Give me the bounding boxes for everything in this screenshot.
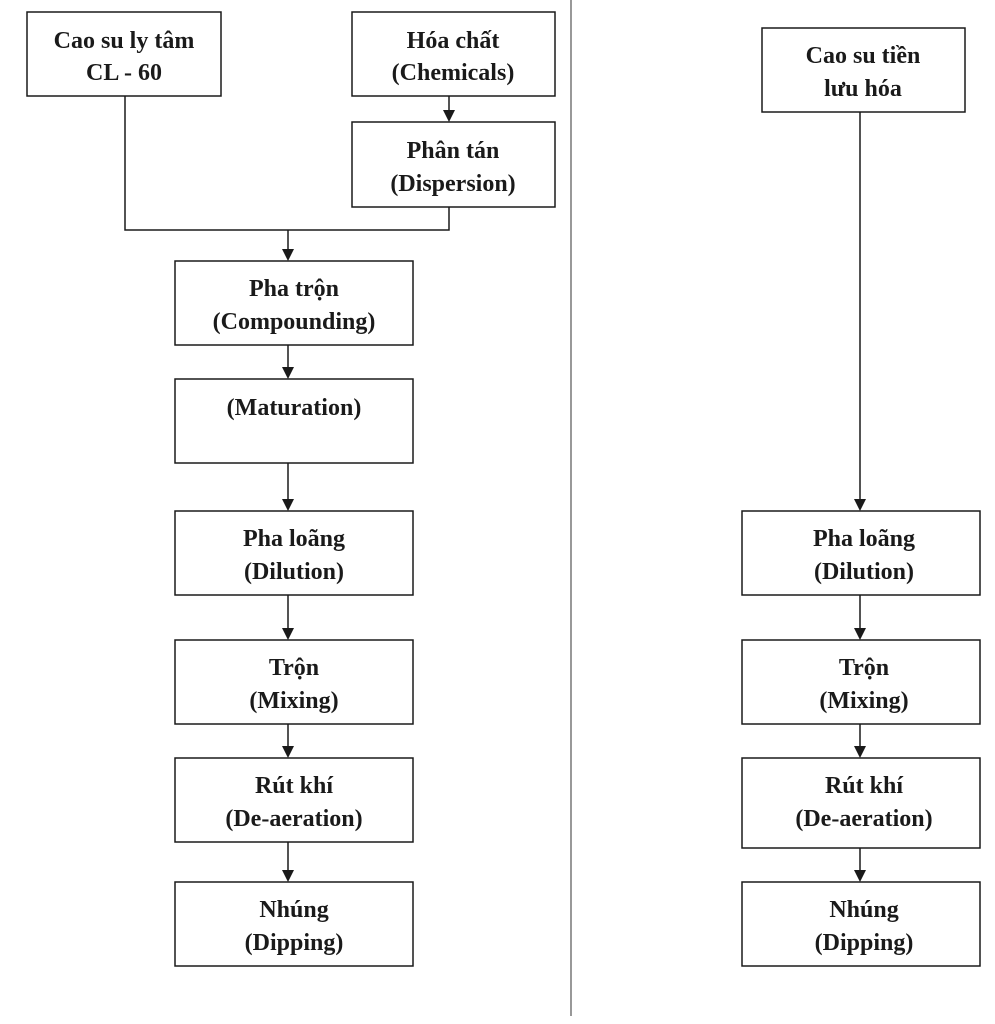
box-prevulcanized-latex: Cao su tiền lưu hóa bbox=[761, 27, 966, 113]
box-label-line2: (Chemicals) bbox=[392, 60, 515, 86]
box-label-line2: (Dilution) bbox=[244, 559, 344, 585]
box-label-line2: (Dispersion) bbox=[390, 171, 515, 197]
box-dipping-right: Nhúng (Dipping) bbox=[741, 881, 981, 967]
box-mixing-left: Trộn (Mixing) bbox=[174, 639, 414, 725]
box-label-line2: (Mixing) bbox=[249, 688, 338, 714]
box-dilution-left: Pha loãng (Dilution) bbox=[174, 510, 414, 596]
box-label-line1: Cao su tiền bbox=[806, 43, 921, 69]
box-mixing-right: Trộn (Mixing) bbox=[741, 639, 981, 725]
box-chemicals: Hóa chất (Chemicals) bbox=[351, 11, 556, 97]
box-label-line1: Rút khí bbox=[825, 773, 903, 799]
box-dispersion: Phân tán (Dispersion) bbox=[351, 121, 556, 208]
right-process-flow: Cao su tiền lưu hóa Pha loãng (Dilution)… bbox=[741, 27, 981, 967]
box-label-line1: Pha loãng bbox=[813, 526, 915, 552]
box-label-line2: (Compounding) bbox=[213, 309, 376, 335]
box-label-line1: Cao su ly tâm bbox=[54, 28, 195, 54]
box-label-line2: (De-aeration) bbox=[795, 806, 932, 832]
box-label-line2: (Dipping) bbox=[815, 930, 914, 956]
box-label-line1: (Maturation) bbox=[227, 395, 362, 421]
box-label-line1: Nhúng bbox=[259, 897, 328, 923]
box-centrifuged-latex: Cao su ly tâm CL - 60 bbox=[26, 11, 222, 97]
box-label-line2: lưu hóa bbox=[824, 76, 902, 102]
left-process-flow: Cao su ly tâm CL - 60 Hóa chất (Chemical… bbox=[26, 11, 556, 967]
box-label-line2: (De-aeration) bbox=[225, 806, 362, 832]
box-label-line1: Hóa chất bbox=[407, 28, 500, 54]
box-label-line1: Pha trộn bbox=[249, 276, 339, 302]
left-connectors bbox=[124, 96, 455, 882]
box-label-line1: Trộn bbox=[269, 655, 319, 681]
box-label-line2: (Mixing) bbox=[819, 688, 908, 714]
box-label-line1: Nhúng bbox=[829, 897, 898, 923]
box-dipping-left: Nhúng (Dipping) bbox=[174, 881, 414, 967]
box-maturation: (Maturation) bbox=[174, 378, 414, 464]
box-label-line2: CL - 60 bbox=[86, 60, 162, 86]
box-label-line2: (Dipping) bbox=[245, 930, 344, 956]
box-compounding: Pha trộn (Compounding) bbox=[174, 260, 414, 346]
box-label-line1: Pha loãng bbox=[243, 526, 345, 552]
box-label-line1: Rút khí bbox=[255, 773, 333, 799]
box-dilution-right: Pha loãng (Dilution) bbox=[741, 510, 981, 596]
box-deaeration-left: Rút khí (De-aeration) bbox=[174, 757, 414, 843]
box-deaeration-right: Rút khí (De-aeration) bbox=[741, 757, 981, 849]
connector-dispersion-to-compounding bbox=[288, 207, 450, 231]
box-label-line1: Phân tán bbox=[407, 138, 500, 164]
connector-latex-to-compounding bbox=[124, 96, 288, 231]
box-label-line1: Trộn bbox=[839, 655, 889, 681]
box-label-line2: (Dilution) bbox=[814, 559, 914, 585]
